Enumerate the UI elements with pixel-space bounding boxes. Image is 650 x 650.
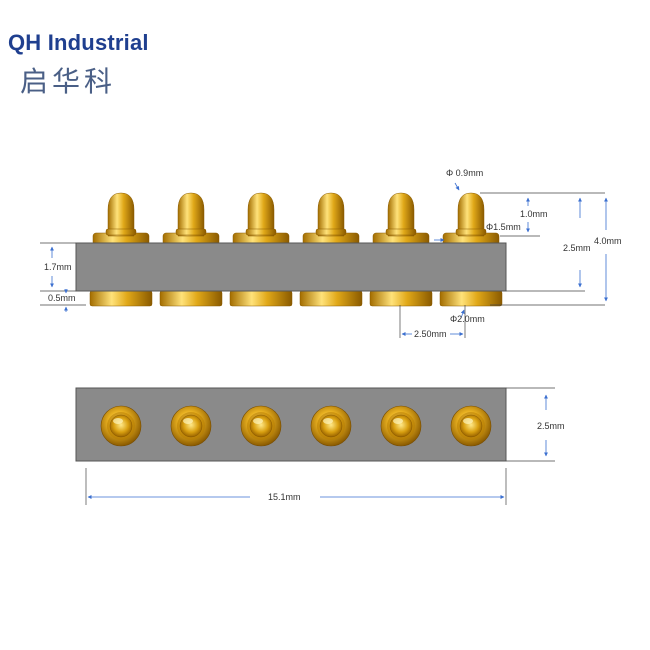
top-insulator-body	[75, 387, 507, 462]
side-pin	[229, 192, 293, 307]
base-diameter-label: Φ2.0mm	[450, 314, 485, 324]
side-pin	[439, 192, 503, 307]
width-label: 2.5mm	[537, 421, 565, 431]
top-view	[75, 387, 507, 462]
barrel-diameter-label: Φ1.5mm	[486, 222, 521, 232]
side-view	[75, 192, 507, 307]
side-pin	[159, 192, 223, 307]
top-pin	[100, 405, 142, 447]
top-pin	[240, 405, 282, 447]
length-label: 15.1mm	[268, 492, 301, 502]
insulator-body	[75, 242, 507, 292]
top-dimension-arrows	[87, 394, 548, 499]
side-dimension-arrows	[50, 182, 608, 336]
top-pin	[450, 405, 492, 447]
side-pins	[89, 192, 503, 307]
body-height-label: 1.7mm	[44, 262, 72, 272]
brand-name-chinese: 启华科	[20, 65, 117, 98]
side-pin	[369, 192, 433, 307]
brand-name: QH Industrial	[8, 30, 149, 55]
above-height-label: 2.5mm	[563, 243, 591, 253]
pitch-label: 2.50mm	[414, 329, 447, 339]
total-height-label: 4.0mm	[594, 236, 622, 246]
top-reference-lines	[85, 387, 555, 505]
bottom-height-label: 0.5mm	[48, 293, 76, 303]
side-pin	[299, 192, 363, 307]
reference-lines	[40, 192, 605, 338]
top-pin	[170, 405, 212, 447]
top-pin	[380, 405, 422, 447]
tip-height-label: 1.0mm	[520, 209, 548, 219]
top-pins	[100, 405, 492, 447]
side-pin	[89, 192, 153, 307]
top-pin	[310, 405, 352, 447]
tip-diameter-label: Φ 0.9mm	[446, 168, 483, 178]
